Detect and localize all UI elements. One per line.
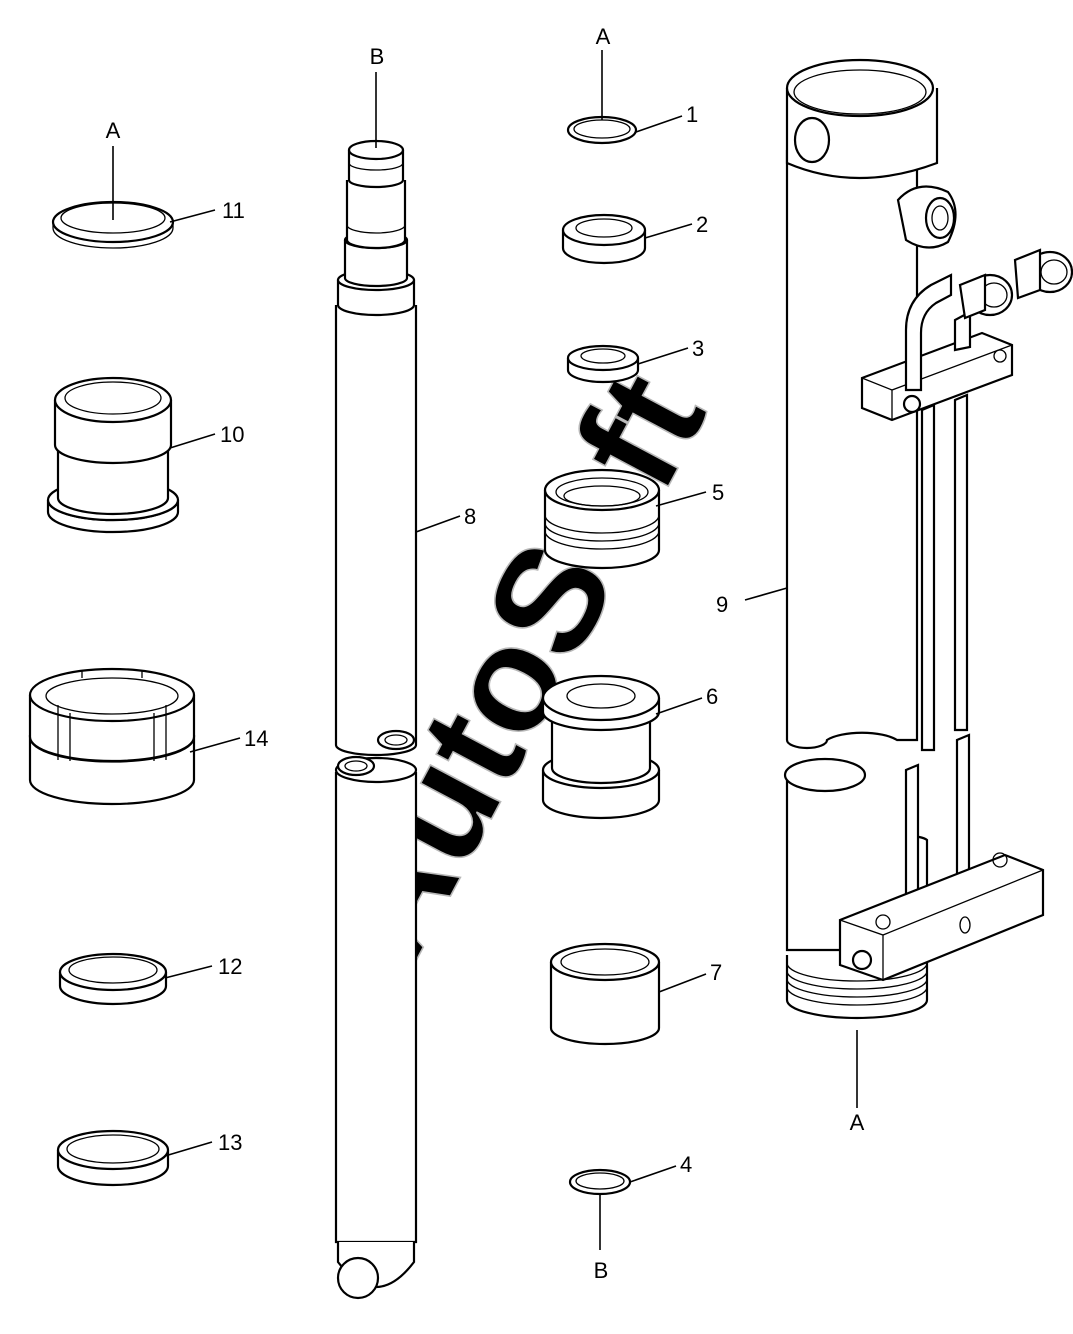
ref-letter-a-top-center: A (596, 24, 611, 49)
callout-4: 4 (680, 1152, 692, 1177)
part-14-notched-ring (28, 667, 196, 806)
leader-13 (164, 1141, 213, 1157)
leader-4 (629, 1165, 677, 1183)
leader-5 (655, 491, 707, 507)
leader-1 (635, 115, 683, 133)
callout-6: 6 (706, 684, 718, 709)
callout-3: 3 (692, 336, 704, 361)
part-12-seal (58, 952, 168, 1006)
part-13-seal (56, 1129, 170, 1187)
ref-letter-b-top-rod: B (370, 44, 385, 69)
callout-13: 13 (218, 1130, 242, 1155)
ref-letter-b-bottom-ring: B (594, 1258, 609, 1283)
part-7-sleeve (549, 942, 661, 1046)
part-1-o-ring (566, 115, 638, 145)
callout-2: 2 (696, 212, 708, 237)
leader-11 (169, 209, 216, 223)
leader-10 (169, 433, 216, 449)
part-9-barrel (783, 58, 1073, 1020)
callout-9: 9 (716, 592, 728, 617)
leader-6 (655, 697, 703, 715)
callout-12: 12 (218, 954, 242, 979)
callout-5: 5 (712, 480, 724, 505)
leader-2 (644, 223, 693, 239)
part-10-bushing (46, 376, 180, 534)
leader-9 (744, 587, 788, 601)
leader-8 (415, 515, 461, 533)
part-8-piston-rod (334, 139, 418, 1300)
leader-7 (658, 973, 707, 993)
leader-12 (164, 965, 213, 979)
ref-letter-a-top-left: A (106, 118, 121, 143)
part-4-o-ring (568, 1168, 632, 1196)
ref-letter-a-bottom-barrel: A (850, 1110, 865, 1135)
callout-11: 11 (222, 198, 245, 223)
part-3-washer (566, 344, 640, 384)
callout-10: 10 (220, 422, 244, 447)
leader-14 (189, 737, 241, 753)
leader-3 (637, 347, 689, 365)
callout-1: 1 (686, 102, 698, 127)
callout-7: 7 (710, 960, 722, 985)
part-2-washer (561, 213, 647, 265)
callout-14: 14 (244, 726, 268, 751)
part-5-piston (543, 468, 661, 570)
callout-8: 8 (464, 504, 476, 529)
part-6-gland (541, 674, 661, 820)
